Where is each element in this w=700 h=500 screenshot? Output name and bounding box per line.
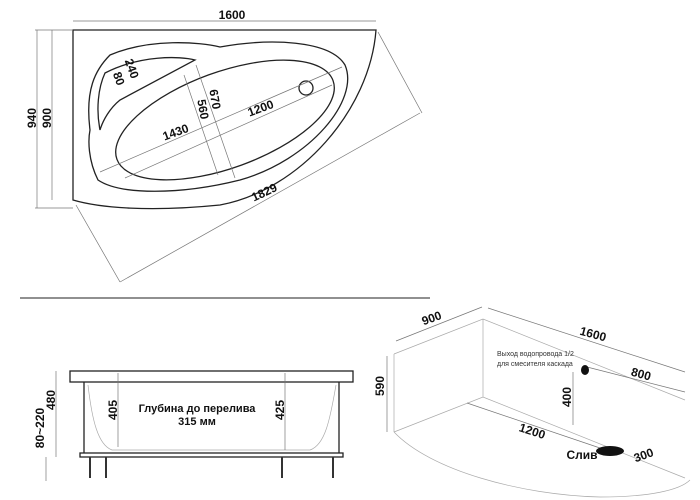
dim-80-220: 80~220 bbox=[33, 407, 47, 448]
top-view: 1600 940 900 240 80 670 560 1200 1430 18… bbox=[25, 8, 423, 283]
dim-940: 940 bbox=[25, 108, 39, 128]
dim-1600-iso: 1600 bbox=[578, 324, 608, 345]
dim-line-560 bbox=[183, 74, 219, 176]
dim-480: 480 bbox=[44, 390, 58, 410]
tub-outline bbox=[72, 29, 377, 210]
legs bbox=[89, 457, 334, 478]
iso-view: 900 1600 590 Выход водопровода 1/2 для с… bbox=[373, 306, 691, 498]
dim-240: 240 bbox=[122, 57, 142, 81]
overflow-hole bbox=[298, 80, 314, 96]
ext-line bbox=[377, 31, 423, 114]
dim-line-800 bbox=[586, 366, 686, 393]
dim-900: 900 bbox=[40, 108, 54, 128]
water-outlet bbox=[581, 365, 589, 375]
bowl bbox=[115, 59, 335, 181]
dim-800: 800 bbox=[630, 365, 653, 384]
walls bbox=[393, 318, 686, 479]
dim-line-1600 bbox=[487, 307, 686, 373]
dim-405: 405 bbox=[106, 400, 120, 420]
dim-590: 590 bbox=[373, 376, 387, 396]
headrest bbox=[97, 56, 197, 131]
overflow-value: 315 мм bbox=[178, 416, 216, 428]
rim bbox=[69, 370, 354, 383]
tub-front-curve bbox=[393, 431, 691, 498]
side-view: 480 80~220 405 425 Глубина до перелива 3… bbox=[33, 370, 354, 481]
dim-80: 80 bbox=[110, 70, 128, 88]
dim-670: 670 bbox=[206, 88, 223, 110]
water-note-line2: для смесителя каскада bbox=[497, 361, 573, 368]
bowl-profile bbox=[87, 384, 337, 451]
tub-rim-inner bbox=[88, 41, 349, 192]
dim-1200: 1200 bbox=[246, 97, 276, 119]
dim-line-670 bbox=[195, 64, 236, 179]
dim-900-iso: 900 bbox=[420, 308, 444, 328]
frame-base bbox=[79, 452, 344, 458]
dim-1430: 1430 bbox=[161, 121, 191, 143]
ext-line bbox=[75, 204, 121, 283]
dim-line-900 bbox=[395, 306, 483, 342]
dim-line-1829 bbox=[119, 112, 421, 283]
overflow-caption: Глубина до перелива bbox=[139, 403, 257, 415]
dim-line-1430 bbox=[99, 66, 343, 173]
dim-400: 400 bbox=[560, 387, 574, 407]
dim-1200-iso: 1200 bbox=[517, 420, 547, 442]
dim-line-1200 bbox=[466, 402, 601, 449]
drain-label: Слив bbox=[566, 448, 597, 462]
dim-560: 560 bbox=[194, 98, 211, 120]
drain-hole bbox=[596, 446, 624, 456]
dim-line-1200 bbox=[124, 84, 333, 179]
water-note-line1: Выход водопровода 1/2 bbox=[497, 351, 574, 358]
dim-300: 300 bbox=[632, 445, 656, 465]
dim-1600: 1600 bbox=[219, 8, 246, 22]
dim-425: 425 bbox=[273, 400, 287, 420]
